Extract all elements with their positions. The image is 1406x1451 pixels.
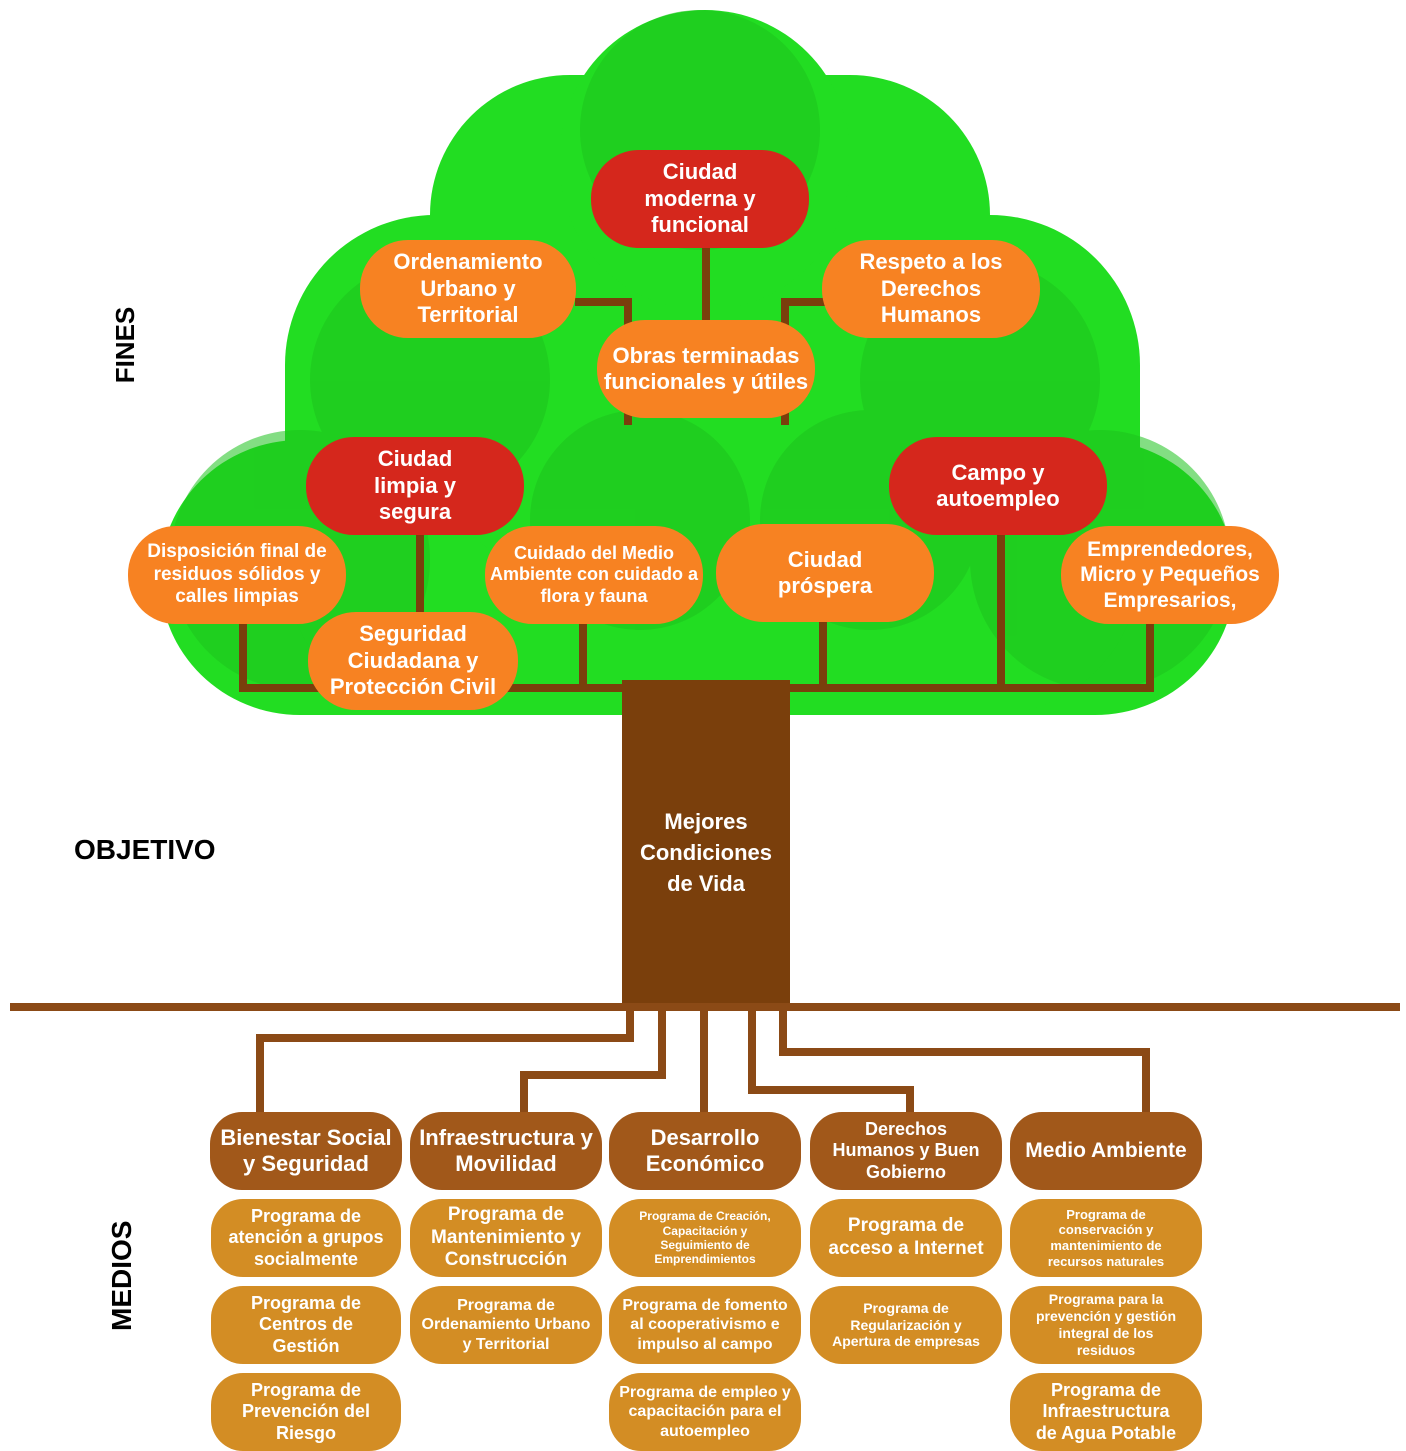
medio-bienestar-item-1: Programa de atención a grupos socialment… [211,1199,401,1277]
fin-cuidado: Cuidado del Medio Ambiente con cuidado a… [485,526,703,624]
fin-obras: Obras terminadas funcionales y útiles [597,320,815,418]
root-branches [256,1010,1150,1120]
fines-label: FINES [110,306,140,384]
medio-ambiente-item-1: Programa de conservación y mantenimiento… [1010,1199,1202,1277]
medio-desarrollo-item-1: Programa de Creación, Capacitación y Seg… [609,1199,801,1277]
medio-bienestar-item-3: Programa de Prevención del Riesgo [211,1373,401,1451]
fin-respeto: Respeto a los Derechos Humanos [822,240,1040,338]
medio-bienestar-item-2: Programa de Centros de Gestión [211,1286,401,1364]
medio-derechos-header: Derechos Humanos y Buen Gobierno [810,1112,1002,1190]
medio-infraestructura-item-1: Programa de Mantenimiento y Construcción [410,1199,602,1277]
objetivo-label: OBJETIVO [74,834,216,865]
medios-label: MEDIOS [106,1220,137,1331]
fin-ciudad-prospera: Ciudad próspera [716,524,934,622]
fin-disposicion: Disposición final de residuos sólidos y … [128,526,346,624]
fin-ordenamiento: Ordenamiento Urbano y Territorial [360,240,576,338]
fin-seguridad: Seguridad Ciudadana y Protección Civil [308,612,518,710]
trunk [622,680,790,1010]
medio-bienestar-header: Bienestar Social y Seguridad [210,1112,402,1190]
medio-desarrollo-item-3: Programa de empleo y capacitación para e… [609,1373,801,1451]
medio-derechos-item-1: Programa de acceso a Internet [810,1199,1002,1277]
medio-ambiente-item-3: Programa de Infraestructura de Agua Pota… [1010,1373,1202,1451]
objective-text: Mejores Condiciones de Vida [639,809,772,897]
fin-emprendedores: Emprendedores, Micro y Pequeños Empresar… [1061,526,1279,624]
medio-infraestructura-item-2: Programa de Ordenamiento Urbano y Territ… [410,1286,602,1364]
medio-ambiente-item-2: Programa para la prevención y gestión in… [1010,1286,1202,1364]
medio-ambiente-header: Medio Ambiente [1010,1112,1202,1190]
fin-campo: Campo y autoempleo [889,437,1107,535]
ground-line [10,1003,1400,1011]
fin-ciudad-moderna: Ciudad moderna y funcional [591,150,809,248]
medio-infraestructura-header: Infraestructura y Movilidad [410,1112,602,1190]
fin-ciudad-limpia: Ciudad limpia y segura [306,437,524,535]
medio-derechos-item-2: Programa de Regularización y Apertura de… [810,1286,1002,1364]
medio-desarrollo-header: Desarrollo Económico [609,1112,801,1190]
medio-desarrollo-item-2: Programa de fomento al cooperativismo e … [609,1286,801,1364]
